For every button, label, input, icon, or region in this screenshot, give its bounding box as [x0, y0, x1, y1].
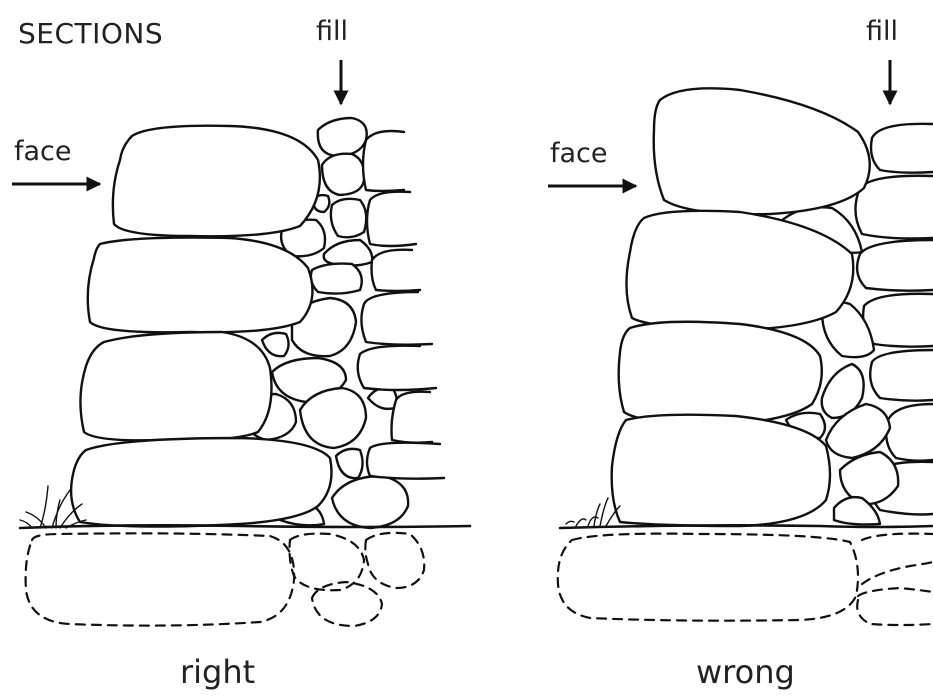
- diagram-title: SECTIONS: [18, 20, 163, 48]
- caption-right: right: [180, 656, 255, 688]
- grass-tuft: [566, 498, 620, 526]
- face-label-left: face: [14, 138, 72, 165]
- buried-foundation-stones: [26, 533, 425, 626]
- face-label-right: face: [550, 140, 608, 167]
- correct-wall-section: [12, 60, 470, 626]
- back-stones: [358, 131, 444, 479]
- fill-label-right: fill: [866, 18, 898, 45]
- caption-wrong: wrong: [696, 656, 795, 688]
- fill-label-left: fill: [316, 18, 348, 45]
- buried-foundation-stones: [558, 534, 933, 625]
- face-stones: [612, 88, 870, 526]
- ground-line: [20, 525, 470, 528]
